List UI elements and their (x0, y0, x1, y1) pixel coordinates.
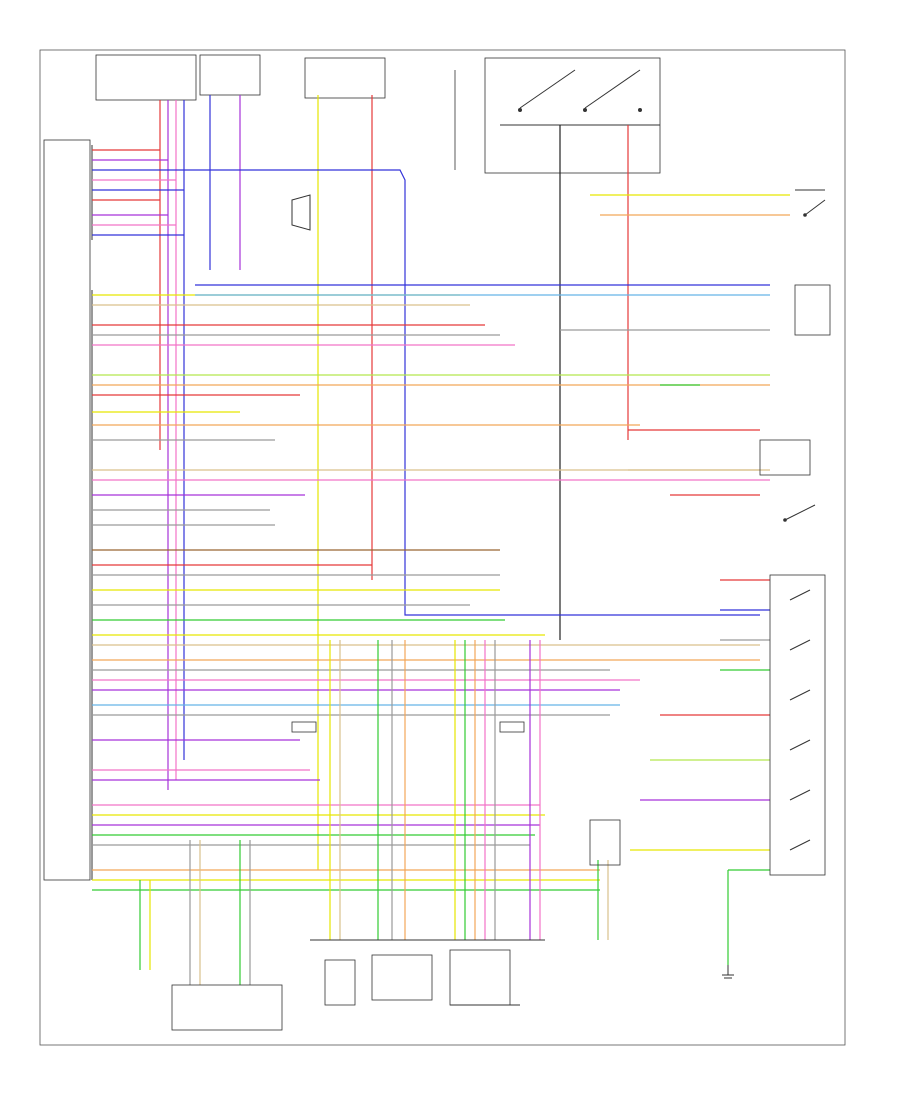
wire-harness (92, 95, 790, 985)
ignition-switch-contacts (500, 69, 660, 126)
relay-box-top (199, 54, 261, 96)
tcm-label-region (43, 139, 91, 881)
shift-solenoids (371, 954, 433, 1001)
ignition-switch-box (484, 57, 661, 174)
wire-h-3 (92, 169, 760, 616)
overdrive-switch-box (794, 284, 831, 336)
lockup-solenoid (589, 819, 621, 866)
ground-symbol (722, 965, 734, 979)
brake-light-switch (783, 504, 816, 522)
throttle-position-sensor (291, 194, 311, 231)
fuse-box-top-left (95, 54, 197, 101)
engine-speed-sensor (291, 721, 317, 733)
speed-sensors-box (171, 984, 283, 1031)
kickdown-switch (795, 189, 826, 217)
fuse-panel-top (304, 57, 386, 99)
transmission-range-switch (769, 574, 826, 876)
wire-ground-feed (727, 869, 770, 965)
shift-lock-solenoid (499, 721, 525, 733)
fluid-temp-sensor (324, 959, 356, 1006)
pressure-control-solenoid (449, 949, 511, 1006)
starter-relay-box (759, 439, 811, 476)
diagram-frame (39, 49, 846, 1046)
